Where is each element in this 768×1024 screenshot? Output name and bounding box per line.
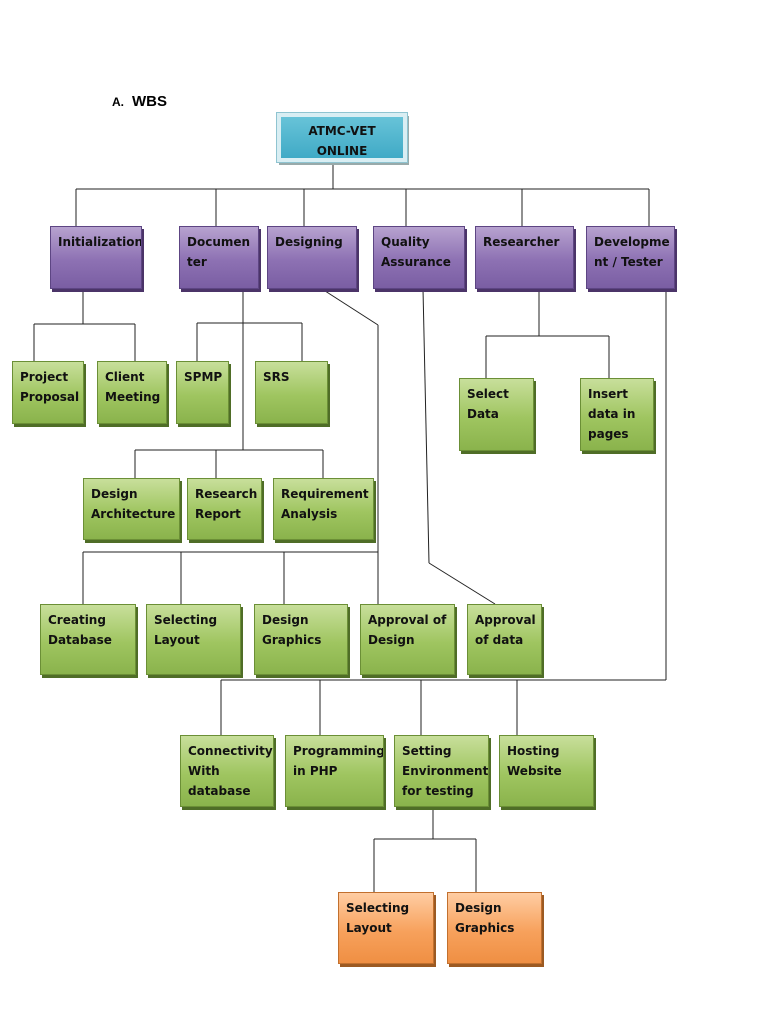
dept-researcher: Researcher: [475, 226, 574, 289]
task-programming-in-php: Programming in PHP: [285, 735, 384, 807]
dept-developer-tester: Developme nt / Tester: [586, 226, 675, 289]
task-research-report: Research Report: [187, 478, 262, 540]
task-spmp: SPMP: [176, 361, 229, 424]
task-requirement-analysis: Requirement Analysis: [273, 478, 374, 540]
dept-initialization: Initialization: [50, 226, 142, 289]
task-creating-database: Creating Database: [40, 604, 136, 675]
task-hosting-website: Hosting Website: [499, 735, 594, 807]
task-selecting-layout: Selecting Layout: [146, 604, 241, 675]
task-design-architecture: Design Architecture: [83, 478, 180, 540]
dept-designing: Designing: [267, 226, 357, 289]
task-select-data: Select Data: [459, 378, 534, 451]
task-approval-of-data: Approval of data: [467, 604, 542, 675]
task-srs: SRS: [255, 361, 328, 424]
task-client-meeting: Client Meeting: [97, 361, 167, 424]
task-connectivity-with-database: Connectivity With database: [180, 735, 274, 807]
section-title: WBS: [132, 93, 167, 110]
dept-quality-assurance: Quality Assurance: [373, 226, 465, 289]
section-heading: A. WBS: [112, 93, 167, 111]
root-node: ATMC-VET ONLINE: [276, 112, 408, 163]
task-design-graphics: Design Graphics: [254, 604, 348, 675]
dept-documenter: Documen ter: [179, 226, 259, 289]
subtask-design-graphics: Design Graphics: [447, 892, 542, 964]
task-approval-of-design: Approval of Design: [360, 604, 455, 675]
subtask-selecting-layout: Selecting Layout: [338, 892, 434, 964]
section-number: A.: [112, 95, 124, 109]
task-project-proposal: Project Proposal: [12, 361, 84, 424]
task-insert-data: Insert data in pages: [580, 378, 654, 451]
task-setting-environment: Setting Environment for testing: [394, 735, 489, 807]
